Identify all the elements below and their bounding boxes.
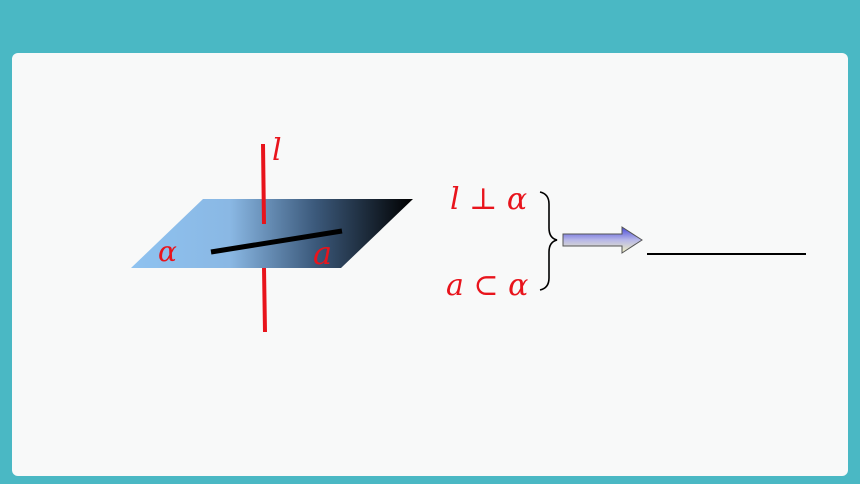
label-l: l [272,133,282,168]
right-arrow-icon [562,226,643,254]
label-alpha: α [158,235,177,268]
right-brace-icon [539,191,558,291]
line-a [210,228,343,255]
premise-perpendicular: l ⊥ α [450,182,527,217]
plane-alpha [131,199,413,268]
line-l-lower [262,267,267,333]
label-a: a [313,234,332,272]
premise-contained: a ⊂ α [446,268,528,303]
line-l-upper [261,143,266,225]
